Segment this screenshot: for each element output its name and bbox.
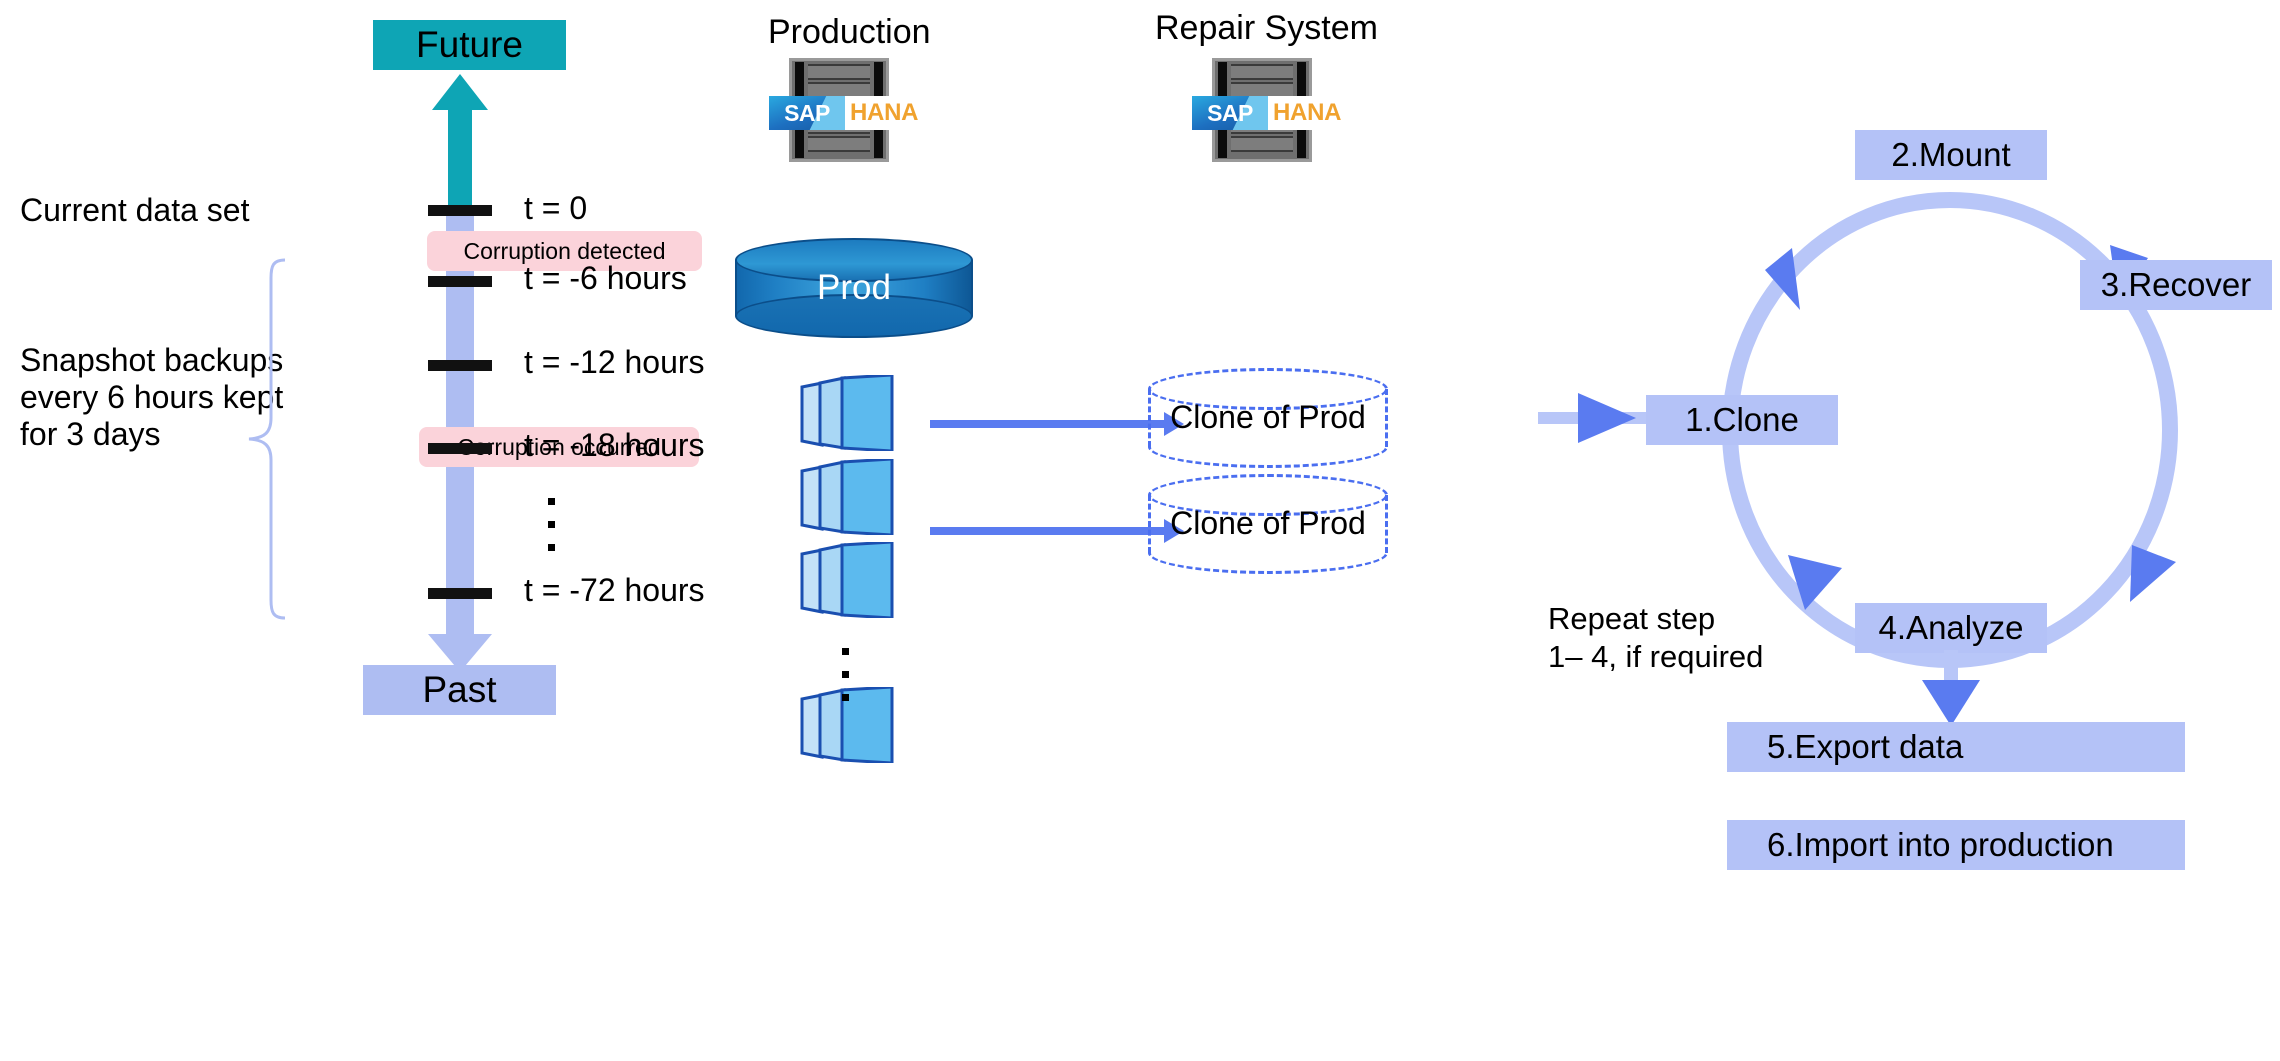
tick-t-72 bbox=[428, 588, 492, 599]
cycle-step-6-label: 6.Import into production bbox=[1767, 826, 2114, 863]
repeat-step-note: Repeat step 1– 4, if required bbox=[1548, 600, 1848, 676]
cycle-step-4-label: 4.Analyze bbox=[1878, 609, 2024, 646]
analyze-to-export-arrowhead bbox=[1922, 680, 1980, 726]
future-label: Future bbox=[416, 24, 523, 65]
snapshot-note-line-3: for 3 days bbox=[20, 416, 161, 452]
production-title: Production bbox=[768, 13, 931, 51]
clone-flow-arrow-1 bbox=[930, 412, 1184, 436]
hana-word-repair: HANA bbox=[1268, 96, 1345, 130]
clone-of-prod-label-2: Clone of Prod bbox=[1170, 504, 1366, 541]
tick-t-12 bbox=[428, 360, 492, 371]
snapshot-column-ellipsis bbox=[842, 648, 849, 717]
cycle-step-2-mount[interactable]: 2.Mount bbox=[1855, 130, 2047, 180]
cycle-step-4-analyze[interactable]: 4.Analyze bbox=[1855, 603, 2047, 653]
cycle-step-3-recover[interactable]: 3.Recover bbox=[2080, 260, 2272, 310]
sap-word: SAP bbox=[784, 99, 830, 126]
snapshot-note-line-2: every 6 hours kept bbox=[20, 379, 284, 415]
timeline-future-arrowhead bbox=[432, 74, 488, 116]
cycle-step-2-label: 2.Mount bbox=[1891, 136, 2011, 173]
snapshot-disk-stack-2 bbox=[800, 459, 894, 535]
repeat-step-line-1: Repeat step bbox=[1548, 601, 1716, 636]
sap-logo-block-repair: SAP bbox=[1192, 96, 1268, 130]
tick-label-t0: t = 0 bbox=[524, 190, 588, 226]
tick-t-18 bbox=[428, 443, 492, 454]
hana-word: HANA bbox=[845, 96, 922, 130]
current-data-set-label: Current data set bbox=[20, 192, 250, 228]
cycle-entry-arrowhead bbox=[1578, 393, 1636, 443]
timeline-ellipsis bbox=[548, 498, 555, 567]
tick-label-t-18: t = -18 hours bbox=[524, 427, 705, 463]
past-label: Past bbox=[422, 669, 497, 710]
tick-label-t-12: t = -12 hours bbox=[524, 344, 705, 380]
future-box: Future bbox=[373, 20, 566, 70]
tick-label-t-72: t = -72 hours bbox=[524, 572, 705, 608]
snapshot-disk-stack-3 bbox=[800, 542, 894, 618]
corruption-detected-chip: Corruption detected bbox=[427, 231, 702, 271]
snapshot-disk-stack-4 bbox=[800, 687, 894, 763]
tick-label-t-6: t = -6 hours bbox=[524, 260, 687, 296]
timeline-past-shaft bbox=[446, 205, 474, 645]
snapshot-range-brace bbox=[248, 258, 286, 620]
prod-database-label: Prod bbox=[817, 268, 891, 307]
snapshot-disk-stack-1 bbox=[800, 375, 894, 451]
tick-t-6 bbox=[428, 276, 492, 287]
cycle-step-5-export[interactable]: 5.Export data bbox=[1727, 722, 2185, 772]
corruption-detected-label: Corruption detected bbox=[463, 237, 666, 264]
clone-of-prod-cylinder-2: Clone of Prod bbox=[1148, 474, 1388, 574]
sap-word-repair: SAP bbox=[1207, 99, 1253, 126]
past-box: Past bbox=[363, 665, 556, 715]
snapshot-note-line-1: Snapshot backups bbox=[20, 342, 284, 378]
snapshot-note: Snapshot backups every 6 hours kept for … bbox=[20, 342, 350, 453]
clone-of-prod-cylinder-1: Clone of Prod bbox=[1148, 368, 1388, 468]
repair-system-title: Repair System bbox=[1155, 9, 1378, 47]
repeat-step-line-2: 1– 4, if required bbox=[1548, 638, 1764, 674]
cycle-step-1-clone[interactable]: 1.Clone bbox=[1646, 395, 1838, 445]
sap-hana-logo-repair: SAP HANA bbox=[1192, 96, 1345, 130]
sap-hana-logo-production: SAP HANA bbox=[769, 96, 922, 130]
cycle-step-5-label: 5.Export data bbox=[1767, 728, 1964, 765]
sap-logo-block: SAP bbox=[769, 96, 845, 130]
cycle-step-1-label: 1.Clone bbox=[1685, 401, 1799, 438]
cycle-step-6-import[interactable]: 6.Import into production bbox=[1727, 820, 2185, 870]
prod-database-cylinder: Prod bbox=[735, 238, 973, 338]
tick-t0 bbox=[428, 205, 492, 216]
clone-flow-arrow-2 bbox=[930, 519, 1184, 543]
clone-of-prod-label-1: Clone of Prod bbox=[1170, 398, 1366, 435]
cycle-step-3-label: 3.Recover bbox=[2100, 266, 2252, 303]
timeline-past-arrowhead bbox=[428, 628, 492, 672]
